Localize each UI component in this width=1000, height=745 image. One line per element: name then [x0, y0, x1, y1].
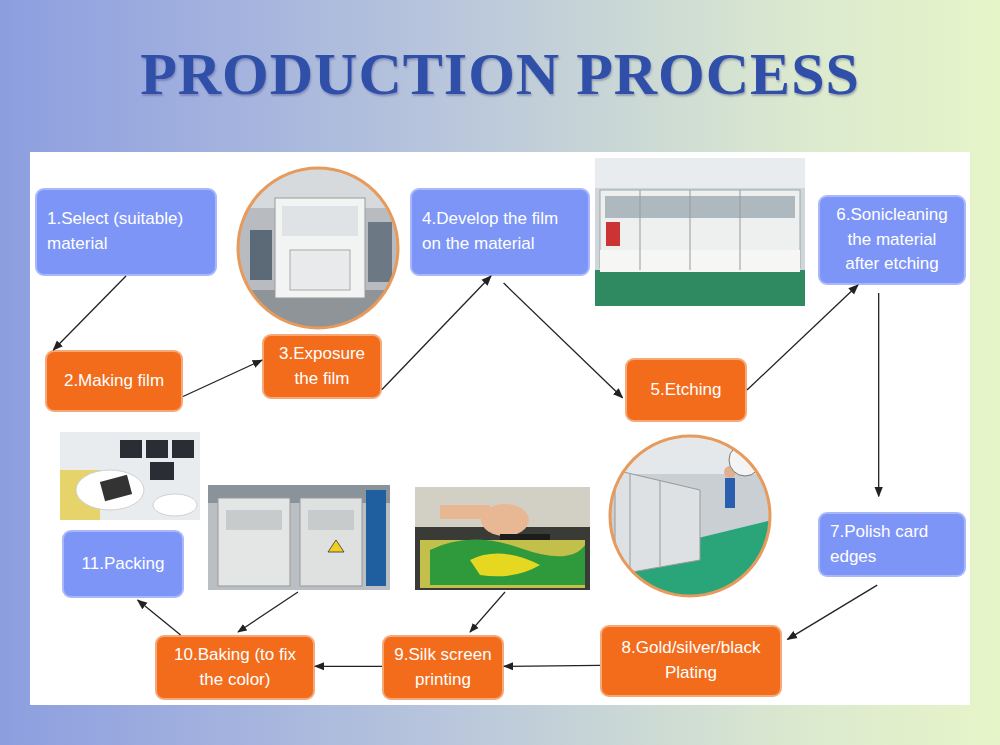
- step-label: 7.Polish card edges: [830, 520, 954, 569]
- process-box: 5.Etching: [625, 358, 747, 422]
- process-box: 10.Baking (to fix the color): [155, 635, 315, 700]
- step-box: 6.Sonicleaning the material after etchin…: [818, 195, 966, 285]
- step-box: 7.Polish card edges: [818, 512, 966, 577]
- photo-frame: [238, 168, 398, 328]
- process-box: 3.Exposure the film: [262, 334, 382, 399]
- photo-pointer: [238, 592, 298, 632]
- step-label: 9.Silk screen printing: [392, 643, 494, 692]
- photo-frame: [610, 436, 770, 596]
- flow-arrow: [878, 293, 879, 496]
- step-label: 6.Sonicleaning the material after etchin…: [830, 203, 954, 277]
- step-label: 10.Baking (to fix the color): [165, 643, 305, 692]
- flow-arrow: [53, 276, 126, 350]
- step-label: 5.Etching: [635, 378, 737, 403]
- process-box: 2.Making film: [45, 350, 183, 412]
- flow-arrow: [315, 666, 382, 667]
- flow-arrow: [504, 665, 600, 666]
- etching-photo: [595, 158, 805, 306]
- step-label: 11.Packing: [74, 552, 172, 577]
- oven-photo: [208, 485, 390, 590]
- step-label: 3.Exposure the film: [272, 342, 372, 391]
- exposure-photo: [238, 168, 398, 330]
- step-label: 1.Select (suitable) material: [47, 207, 205, 256]
- step-box: 1.Select (suitable) material: [35, 188, 217, 276]
- flow-arrow: [382, 276, 491, 389]
- step-label: 4.Develop the film on the material: [422, 207, 578, 256]
- step-box: 4.Develop the film on the material: [410, 188, 590, 276]
- step-box: 11.Packing: [62, 530, 184, 598]
- process-box: 8.Gold/silver/black Plating: [600, 625, 782, 697]
- step-label: 8.Gold/silver/black Plating: [610, 636, 772, 685]
- page-title: PRODUCTION PROCESS: [0, 40, 1000, 109]
- flow-arrow: [504, 283, 623, 398]
- photo-pointer: [470, 592, 505, 632]
- flow-arrow: [138, 600, 181, 635]
- flow-arrow: [183, 360, 262, 396]
- process-box: 9.Silk screen printing: [382, 635, 504, 700]
- plating-photo: [608, 434, 772, 598]
- flow-arrow: [747, 285, 858, 390]
- packing-photo: [60, 432, 200, 520]
- step-label: 2.Making film: [55, 369, 173, 394]
- silk-screen-photo: [415, 487, 590, 590]
- flow-arrow: [787, 585, 877, 639]
